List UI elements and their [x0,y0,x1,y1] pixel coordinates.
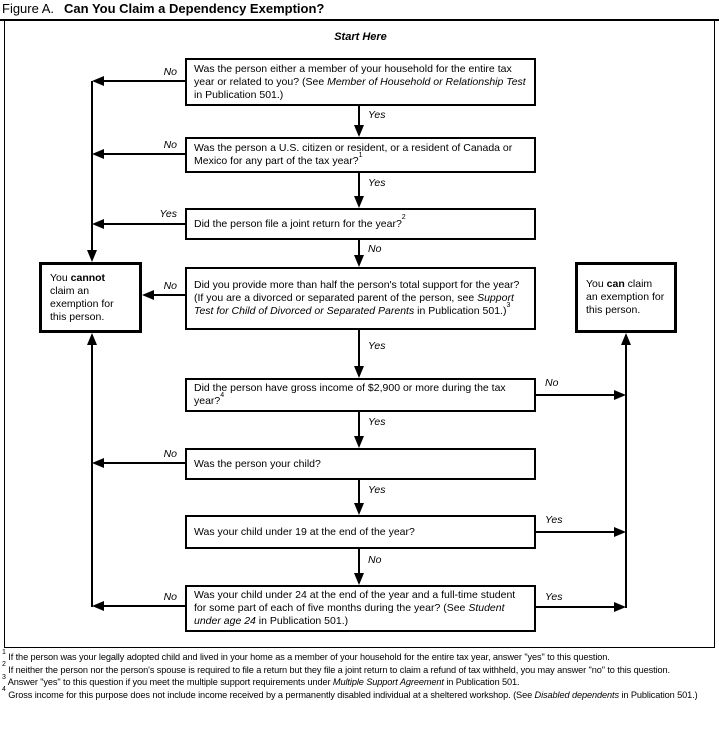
question-citizen-resident: Was the person a U.S. citizen or residen… [185,137,536,173]
question-text: Did you provide more than half the perso… [194,279,520,317]
footnote-3: 3 Answer "yes" to this question if you m… [2,673,520,687]
label-q7-yes: Yes [545,514,563,526]
arrowhead-down-q3 [354,196,364,208]
question-joint-return: Did the person file a joint return for t… [185,208,536,240]
left-merge-rail-top [91,81,93,252]
yes-branch-line-q3 [104,223,185,225]
no-branch-line-q4 [154,294,185,296]
label-q5-yes: Yes [368,416,386,428]
left-merge-rail-bottom [91,345,93,607]
question-text: Did the person file a joint return for t… [194,214,406,230]
result-text: You can claim an exemption for this pers… [586,278,665,316]
no-branch-line-q6 [104,462,185,464]
arrowhead-up-into-cannot-box [87,333,97,345]
footnote-1: 1 If the person was your legally adopted… [2,648,610,662]
arrowhead-right-q8 [614,602,626,612]
arrowhead-down-into-cannot-box [87,250,97,262]
arrowhead-right-q7 [614,527,626,537]
arrowhead-down-q5 [354,366,364,378]
label-q1-no: No [163,66,177,78]
flow-line-q4-q5 [358,330,360,367]
arrowhead-right-q5 [614,390,626,400]
flow-line-q5-q6 [358,412,360,437]
label-q2-no: No [163,139,177,151]
label-q4-yes: Yes [368,340,386,352]
question-half-support: Did you provide more than half the perso… [185,267,536,330]
arrowhead-left-q6 [92,458,104,468]
no-branch-line-q8 [104,605,185,607]
result-can-claim: You can claim an exemption for this pers… [575,262,677,333]
footnote-4: 4 Gross income for this purpose does not… [2,686,698,700]
label-q4-no: No [163,280,177,292]
question-your-child: Was the person your child? [185,448,536,480]
arrowhead-down-q2 [354,125,364,137]
question-gross-income: Did the person have gross income of $2,9… [185,378,536,412]
yes-branch-line-q8 [536,606,615,608]
flow-line-q6-q7 [358,480,360,504]
result-text: You cannot claim an exemption for this p… [50,271,114,323]
no-branch-line-q2 [104,153,185,155]
arrowhead-left-q1 [92,76,104,86]
question-text: Was the person a U.S. citizen or residen… [194,142,513,167]
question-text: Was your child under 19 at the end of th… [194,525,415,538]
label-q1-yes: Yes [368,109,386,121]
arrowhead-down-q4 [354,255,364,267]
arrowhead-down-q8 [354,573,364,585]
figure-title-text: Can You Claim a Dependency Exemption? [64,1,325,16]
flow-line-q7-q8 [358,549,360,574]
label-q6-yes: Yes [368,484,386,496]
arrowhead-left-q3 [92,219,104,229]
question-under-24-student: Was your child under 24 at the end of th… [185,585,536,632]
figure-title: Figure A. Can You Claim a Dependency Exem… [2,1,717,16]
label-q6-no: No [163,448,177,460]
result-cannot-claim: You cannot claim an exemption for this p… [39,262,142,333]
arrowhead-down-q6 [354,436,364,448]
arrowhead-left-q8 [92,601,104,611]
arrowhead-left-q2 [92,149,104,159]
flow-line-q2-q3 [358,173,360,197]
title-rule [0,19,719,21]
no-branch-line-q1 [104,80,185,82]
arrowhead-down-q7 [354,503,364,515]
arrowhead-left-q4 [142,290,154,300]
no-branch-line-q5 [536,394,615,396]
label-q3-yes: Yes [159,208,177,220]
question-text: Did the person have gross income of $2,9… [194,382,506,407]
right-merge-rail [625,345,627,608]
yes-branch-line-q7 [536,531,615,533]
figure-label: Figure A. [2,1,55,16]
start-here-label: Start Here [334,31,387,43]
label-q5-no: No [545,377,559,389]
flow-line-q3-q4 [358,240,360,256]
label-q7-no: No [368,554,382,566]
question-household-member: Was the person either a member of your h… [185,58,536,106]
footnote-2: 2 If neither the person nor the person's… [2,661,670,675]
question-under-19: Was your child under 19 at the end of th… [185,515,536,549]
label-q2-yes: Yes [368,177,386,189]
footnotes: 1 If the person was your legally adopted… [2,648,717,702]
arrowhead-up-into-can-box [621,333,631,345]
flowchart-frame [4,20,715,648]
label-q8-yes: Yes [545,591,563,603]
question-text: Was your child under 24 at the end of th… [194,589,516,627]
question-text: Was the person either a member of your h… [194,62,526,101]
label-q8-no: No [163,591,177,603]
label-q3-no: No [368,243,382,255]
flow-line-q1-q2 [358,106,360,126]
question-text: Was the person your child? [194,457,321,470]
